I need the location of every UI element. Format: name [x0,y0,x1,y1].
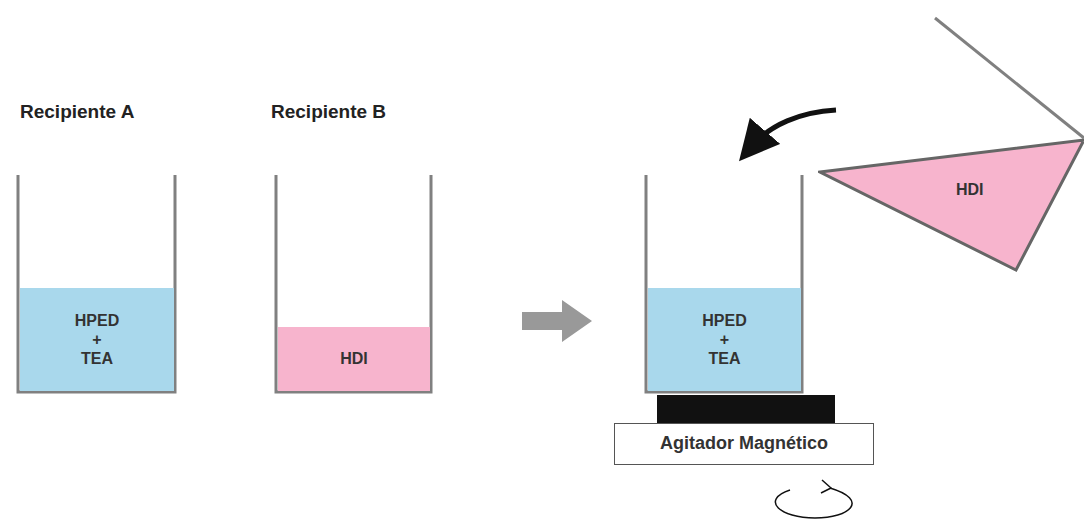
liquid: HDI [278,327,430,391]
node-text: HPED + TEA [75,311,119,369]
stirrer-plate [657,395,835,423]
poured-liquid: HDI [818,138,1084,272]
stirrer-label-box: Agitador Magnético [614,423,874,465]
node-text: Agitador Magnético [660,433,828,455]
beaker-wall [935,18,1084,138]
node-text: HPED + TEA [702,311,746,369]
beaker-wall [18,175,175,392]
poured-liquid-shape [818,138,1084,272]
node-text: HDI [340,349,368,368]
liquid: HPED + TEA [20,288,174,391]
rotation-arrow [821,480,831,493]
container-label: Recipiente B [271,101,386,123]
pour-arrow [752,110,836,146]
process-arrow [522,300,592,342]
liquid: HPED + TEA [648,288,801,391]
container-label: Recipiente A [20,101,134,123]
beaker-wall [276,175,431,392]
rotation-arrow [775,488,852,518]
node-text: HDI [956,180,984,199]
beaker-wall [646,175,802,392]
